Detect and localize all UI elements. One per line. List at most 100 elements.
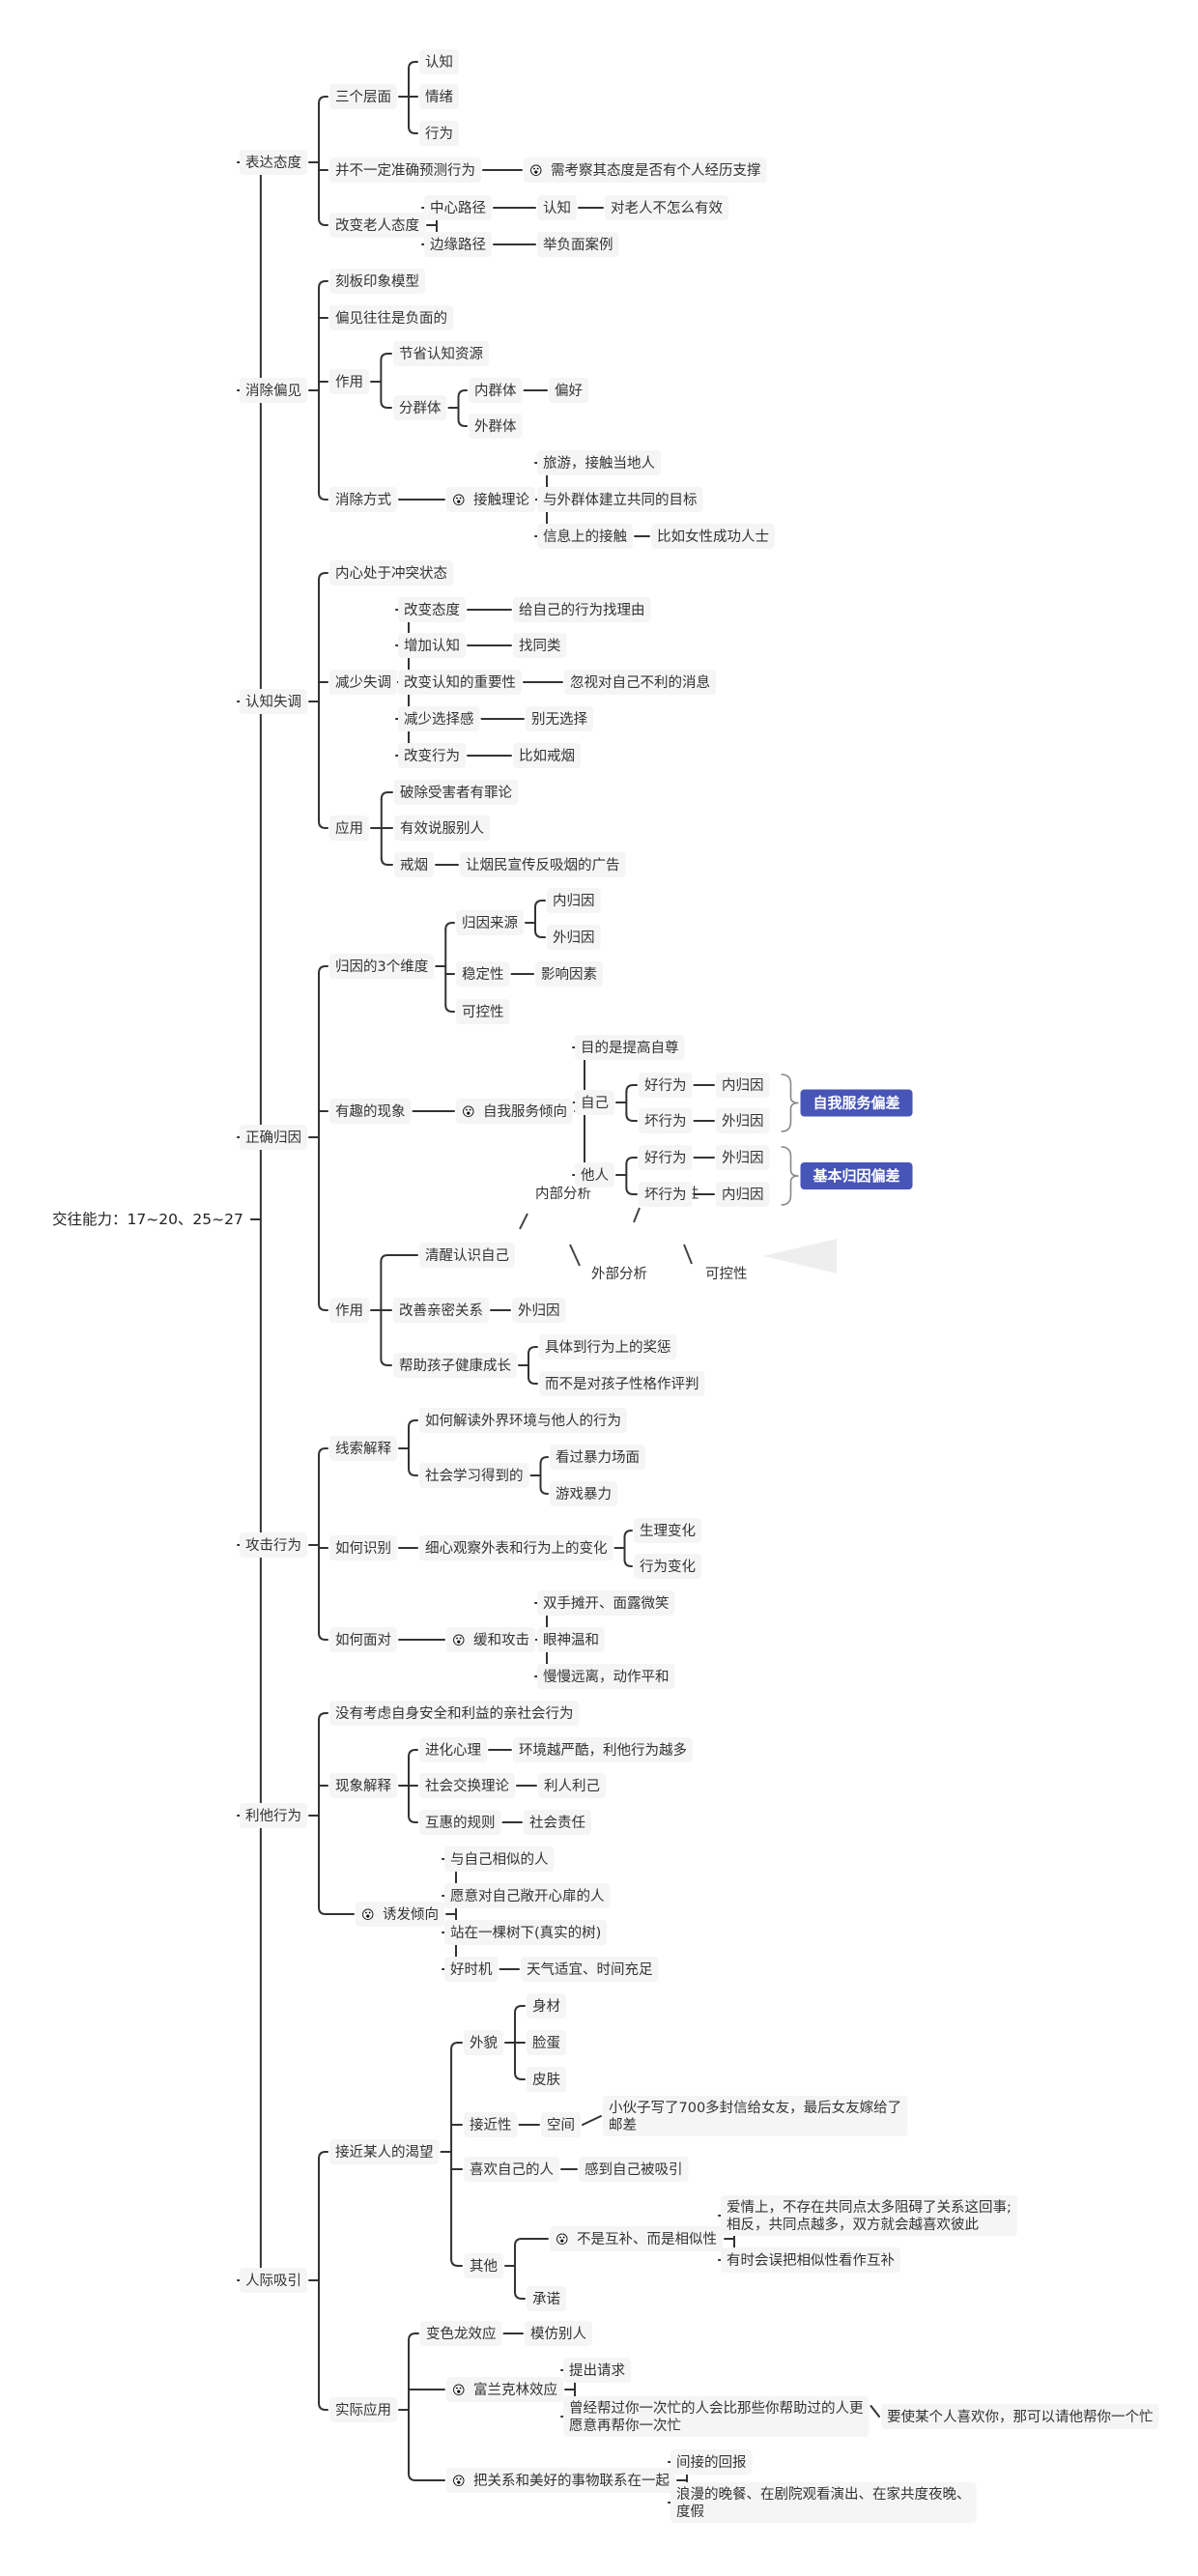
node-n3[interactable]: 认知失调	[240, 689, 307, 714]
node-n4a1[interactable]: 归因来源	[456, 910, 524, 935]
node-n3b3a[interactable]: 忽视对自己不利的消息	[564, 670, 716, 695]
node-n2c2[interactable]: 分群体	[393, 395, 447, 420]
node-n1c[interactable]: 改变老人态度	[329, 213, 425, 238]
node-n7a1[interactable]: 外貌	[464, 2030, 503, 2055]
node-n4c2[interactable]: 改善亲密关系	[393, 1298, 489, 1323]
node-n4a[interactable]: 归因的3个维度	[329, 954, 435, 979]
node-n6c1[interactable]: 与自己相似的人	[444, 1846, 555, 1872]
node-n3b5a[interactable]: 比如戒烟	[513, 743, 581, 768]
node-n5a[interactable]: 线索解释	[329, 1436, 397, 1461]
node-n4c2a[interactable]: 外归因	[512, 1298, 566, 1323]
node-n1c1[interactable]: 中心路径	[424, 195, 492, 220]
node-n7[interactable]: 人际吸引	[240, 2268, 307, 2293]
node-n7a2[interactable]: 接近性	[464, 2112, 518, 2137]
node-n2c2b[interactable]: 外群体	[469, 414, 523, 439]
node-n3b4[interactable]: 减少选择感	[398, 706, 480, 731]
node-n7b2b1[interactable]: 要使某个人喜欢你，那可以请他帮你一个忙	[881, 2404, 1159, 2429]
node-n5b1b[interactable]: 行为变化	[634, 1554, 701, 1579]
node-n4b1b2[interactable]: 坏行为	[639, 1108, 693, 1133]
node-n1c2a[interactable]: 举负面案例	[537, 232, 619, 257]
node-n6b1[interactable]: 进化心理	[419, 1737, 487, 1762]
node-n1a3[interactable]: 行为	[419, 121, 459, 146]
node-n7b2[interactable]: 😮富兰克林效应	[446, 2377, 563, 2402]
node-n5c1c[interactable]: 慢慢远离，动作平和	[537, 1664, 675, 1689]
node-n5a1[interactable]: 如何解读外界环境与他人的行为	[419, 1408, 627, 1433]
node-n3c1[interactable]: 破除受害者有罪论	[394, 780, 518, 805]
node-n6c2[interactable]: 愿意对自己敞开心扉的人	[444, 1883, 611, 1908]
node-n7a1a[interactable]: 身材	[527, 1993, 566, 2018]
node-n5a2b[interactable]: 游戏暴力	[550, 1481, 617, 1506]
node-n4a1a[interactable]: 内归因	[547, 888, 601, 913]
node-n5c1b[interactable]: 眼神温和	[537, 1627, 605, 1652]
node-n1b[interactable]: 并不一定准确预测行为	[329, 157, 481, 183]
node-n6b3[interactable]: 互惠的规则	[419, 1810, 501, 1835]
node-n6c3[interactable]: 站在一棵树下(真实的树)	[444, 1920, 608, 1945]
node-n4b1b2a[interactable]: 外归因	[716, 1108, 770, 1133]
node-n4b1b1[interactable]: 好行为	[639, 1073, 693, 1098]
node-n1a1[interactable]: 认知	[419, 49, 459, 74]
node-n4c1[interactable]: 清醒认识自己	[419, 1243, 515, 1268]
node-n7b[interactable]: 实际应用	[329, 2397, 397, 2422]
node-n4a2[interactable]: 稳定性	[456, 961, 510, 987]
node-n6c4a[interactable]: 天气适宜、时间充足	[521, 1957, 659, 1982]
node-n4b1c1a[interactable]: 外归因	[716, 1145, 770, 1170]
node-n2c[interactable]: 作用	[329, 369, 369, 394]
node-n4c[interactable]: 作用	[329, 1298, 369, 1323]
node-n2c1[interactable]: 节省认知资源	[393, 341, 489, 366]
node-n4c3a[interactable]: 具体到行为上的奖惩	[539, 1334, 677, 1360]
node-n1a[interactable]: 三个层面	[329, 84, 397, 109]
node-n3c2[interactable]: 有效说服别人	[394, 816, 490, 841]
node-n2d1c[interactable]: 信息上的接触	[537, 524, 633, 549]
node-n7a1b[interactable]: 脸蛋	[527, 2030, 566, 2055]
node-n1c2[interactable]: 边缘路径	[424, 232, 492, 257]
node-n5a2[interactable]: 社会学习得到的	[419, 1463, 529, 1488]
node-n4a3[interactable]: 可控性	[456, 999, 510, 1024]
node-n6[interactable]: 利他行为	[240, 1803, 307, 1828]
node-n2d1a[interactable]: 旅游，接触当地人	[537, 450, 661, 475]
node-n2c2a1[interactable]: 偏好	[549, 378, 588, 403]
node-n2d1c1[interactable]: 比如女性成功人士	[651, 524, 775, 549]
node-n2a[interactable]: 刻板印象模型	[329, 269, 425, 294]
node-n1c1a[interactable]: 认知	[537, 195, 577, 220]
node-n5c1a[interactable]: 双手摊开、面露微笑	[537, 1590, 675, 1616]
node-n6b2a[interactable]: 利人利己	[538, 1773, 606, 1798]
node-n6b3a[interactable]: 社会责任	[524, 1810, 591, 1835]
node-n5b[interactable]: 如何识别	[329, 1535, 397, 1560]
summary-tag[interactable]: 基本归因偏差	[800, 1162, 913, 1189]
node-n7a4a2[interactable]: 有时会误把相似性看作互补	[721, 2247, 900, 2273]
node-n6b1a[interactable]: 环境越严酷，利他行为越多	[513, 1737, 693, 1762]
node-n6a[interactable]: 没有考虑自身安全和利益的亲社会行为	[329, 1701, 580, 1726]
node-n4b1c1[interactable]: 好行为	[639, 1145, 693, 1170]
node-n1b1[interactable]: 😮需考察其态度是否有个人经历支撑	[524, 157, 767, 183]
node-n7b1a[interactable]: 模仿别人	[525, 2321, 592, 2346]
node-n4b1c2a[interactable]: 内归因	[716, 1182, 770, 1207]
node-n5c[interactable]: 如何面对	[329, 1627, 397, 1652]
node-n7b3b[interactable]: 浪漫的晚餐、在剧院观看演出、在家共度夜晚、度假	[670, 2482, 977, 2523]
node-n2c2a[interactable]: 内群体	[469, 378, 523, 403]
node-n5a2a[interactable]: 看过暴力场面	[550, 1445, 645, 1470]
node-n6b2[interactable]: 社会交换理论	[419, 1773, 515, 1798]
node-n4c3[interactable]: 帮助孩子健康成长	[393, 1353, 517, 1378]
node-n4c3b[interactable]: 而不是对孩子性格作评判	[539, 1371, 705, 1396]
node-n4b1[interactable]: 😮自我服务倾向	[456, 1099, 573, 1124]
node-n7a3[interactable]: 喜欢自己的人	[464, 2157, 559, 2182]
node-n4b1a[interactable]: 目的是提高自尊	[575, 1035, 685, 1060]
node-n7b2a[interactable]: 提出请求	[563, 2358, 631, 2383]
node-n2d[interactable]: 消除方式	[329, 487, 397, 512]
node-n4b1b[interactable]: 自己	[575, 1090, 614, 1115]
node-n4[interactable]: 正确归因	[240, 1125, 307, 1150]
summary-tag[interactable]: 自我服务偏差	[800, 1089, 913, 1117]
node-n7a[interactable]: 接近某人的渴望	[329, 2139, 440, 2164]
node-n3b1[interactable]: 改变态度	[398, 597, 466, 622]
node-n5b1a[interactable]: 生理变化	[634, 1518, 701, 1543]
node-n3b1a[interactable]: 给自己的行为找理由	[513, 597, 651, 622]
node-n7b3a[interactable]: 间接的回报	[670, 2449, 753, 2475]
node-n4a2a[interactable]: 影响因素	[535, 961, 603, 987]
node-n3b2a[interactable]: 找同类	[513, 633, 567, 658]
node-n2d1b[interactable]: 与外群体建立共同的目标	[537, 487, 703, 512]
node-n2d1[interactable]: 😮接触理论	[446, 487, 535, 512]
node-n7a1c[interactable]: 皮肤	[527, 2067, 566, 2092]
node-n3c[interactable]: 应用	[329, 816, 369, 841]
